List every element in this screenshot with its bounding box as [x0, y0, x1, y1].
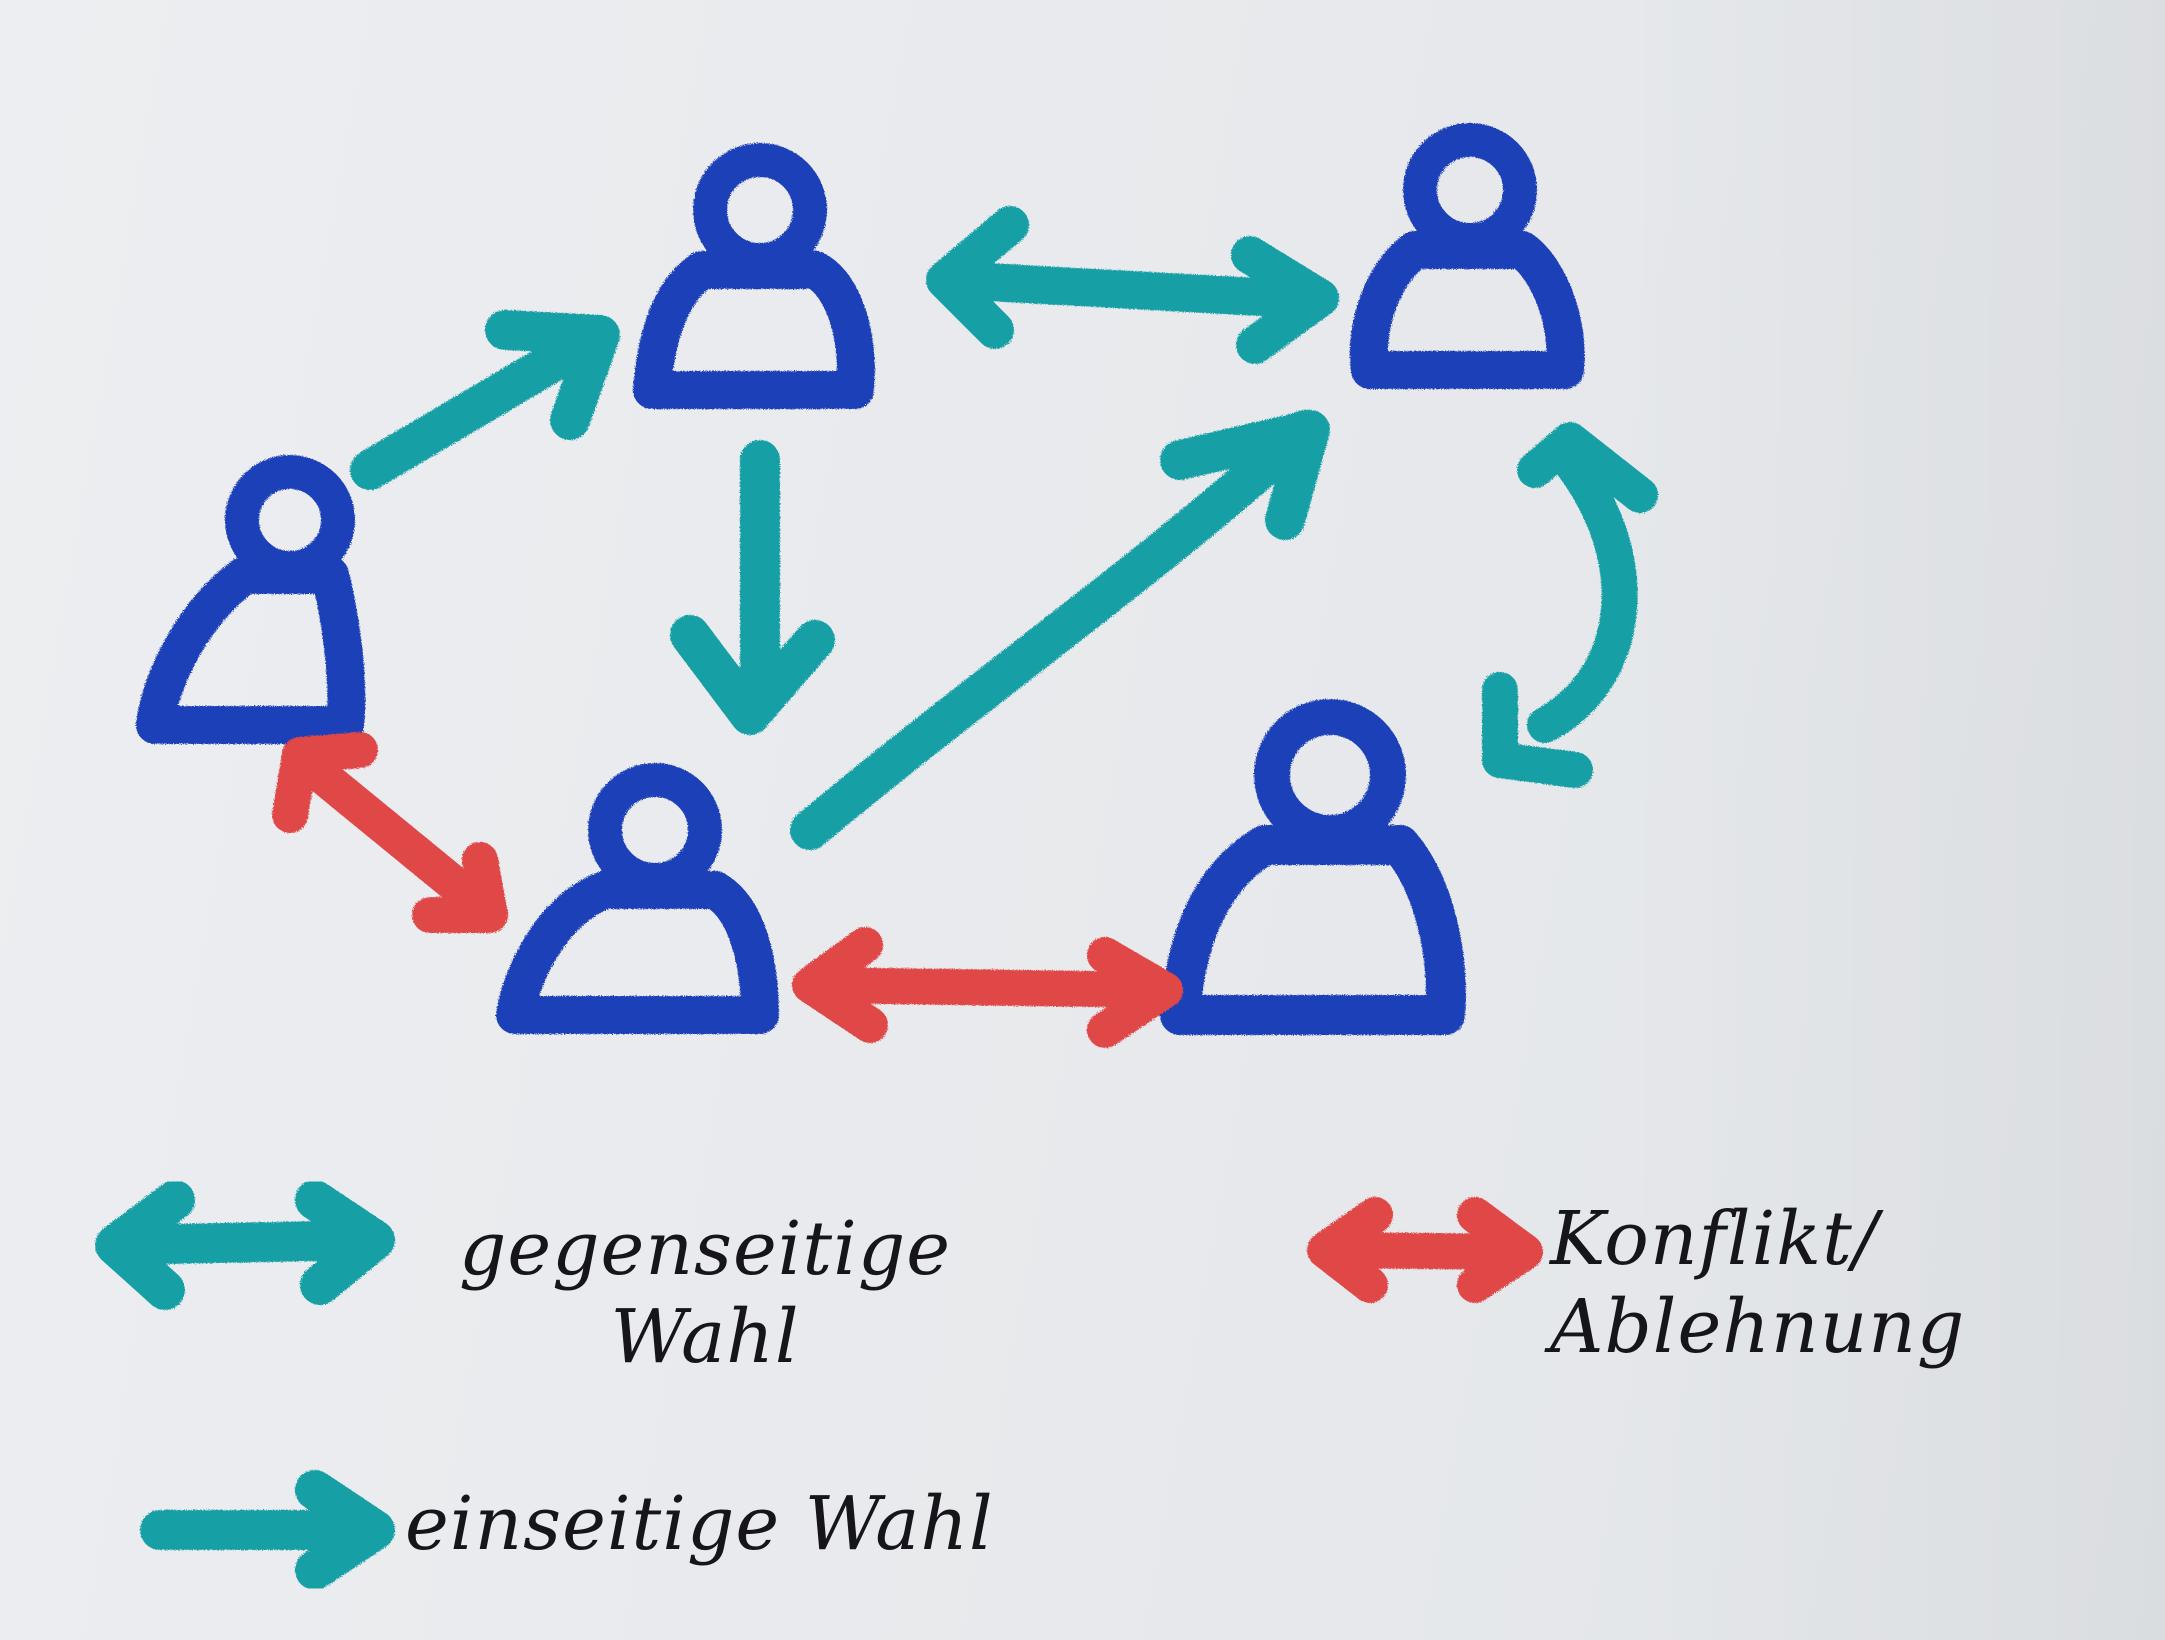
person-head [225, 455, 355, 585]
person-head [1403, 123, 1537, 257]
person-icon [633, 143, 875, 409]
arrow-conflict-left-bottom-center [272, 732, 508, 933]
legend-conflict-label: Konflikt/ Ablehnung [1550, 1195, 2110, 1371]
arrow-top-center-top-right [926, 206, 1339, 364]
person-icon [136, 455, 366, 744]
arrow-top-center-to-bottom-center [670, 440, 835, 735]
legend-conflict-line1: Konflikt/ [1550, 1196, 1879, 1282]
arrow-left-to-top-center [350, 310, 620, 490]
person-body [136, 556, 366, 744]
person-head [693, 143, 827, 277]
legend-oneway-label: einseitige Wahl [405, 1481, 994, 1567]
arrow-bottom-center-to-top-right [790, 410, 1330, 850]
arrow-top-right-bottom-right [1482, 422, 1658, 788]
person-head [1254, 699, 1406, 851]
arrow-conflict-bottom-center-bottom-right [792, 927, 1183, 1048]
person-body [496, 871, 779, 1034]
legend-mutual-line2: Wahl [610, 1294, 800, 1380]
person-icon [1160, 699, 1466, 1035]
person-body [1349, 231, 1585, 389]
legend-mutual-line1: gegenseitige [459, 1206, 951, 1292]
legend-mutual-label: gegenseitige Wahl [425, 1205, 985, 1381]
legend-conflict-line2: Ablehnung [1550, 1284, 1966, 1370]
person-icon [1349, 123, 1585, 389]
legend-mutual-arrow [95, 1180, 395, 1310]
person-body [633, 251, 875, 409]
legend-oneway-arrow [140, 1470, 395, 1590]
person-body [1160, 825, 1466, 1035]
person-head [588, 763, 722, 897]
paper-shadow [1610, 0, 2165, 1640]
legend-conflict-arrow [1307, 1197, 1543, 1303]
person-icon [496, 763, 779, 1034]
